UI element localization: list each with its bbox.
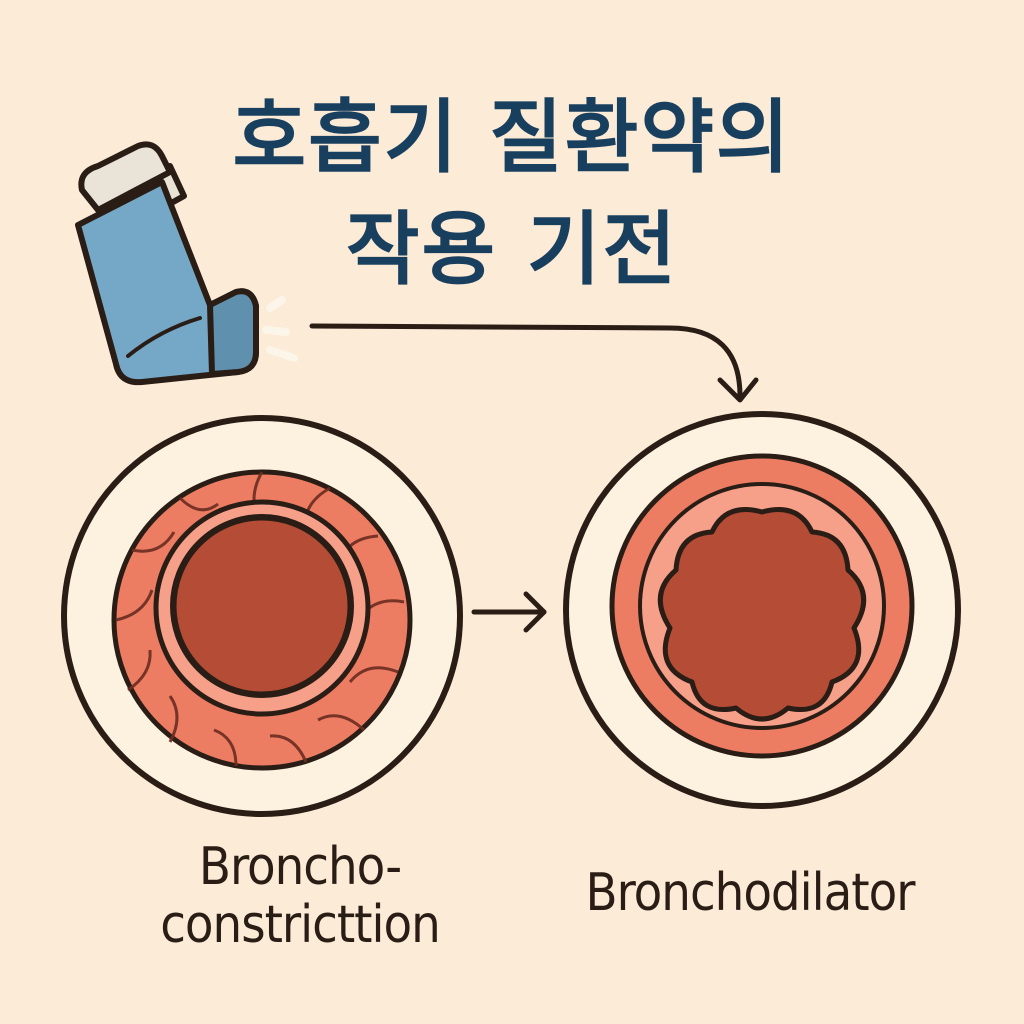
inhaler-icon	[75, 141, 259, 386]
bronchoconstriction-label-line-1: Broncho-	[198, 837, 402, 897]
curved-arrow-icon	[309, 323, 759, 403]
bronchoconstriction-label-line-2: constricttion	[160, 895, 441, 955]
bronchodilator-label: Bronchodilator	[585, 863, 916, 923]
bronchoconstriction-label: Broncho- constricttion	[120, 838, 480, 954]
page-title: 호흡기 질환약의 작용 기전	[0, 82, 1024, 306]
title-line-2: 작용 기전	[345, 202, 679, 296]
title-line-1: 호흡기 질환약의	[232, 90, 792, 184]
dilated-airway-icon	[563, 411, 961, 809]
constricted-airway-icon	[61, 415, 463, 817]
arrow-icon	[471, 591, 547, 633]
spray-icon	[262, 296, 298, 362]
